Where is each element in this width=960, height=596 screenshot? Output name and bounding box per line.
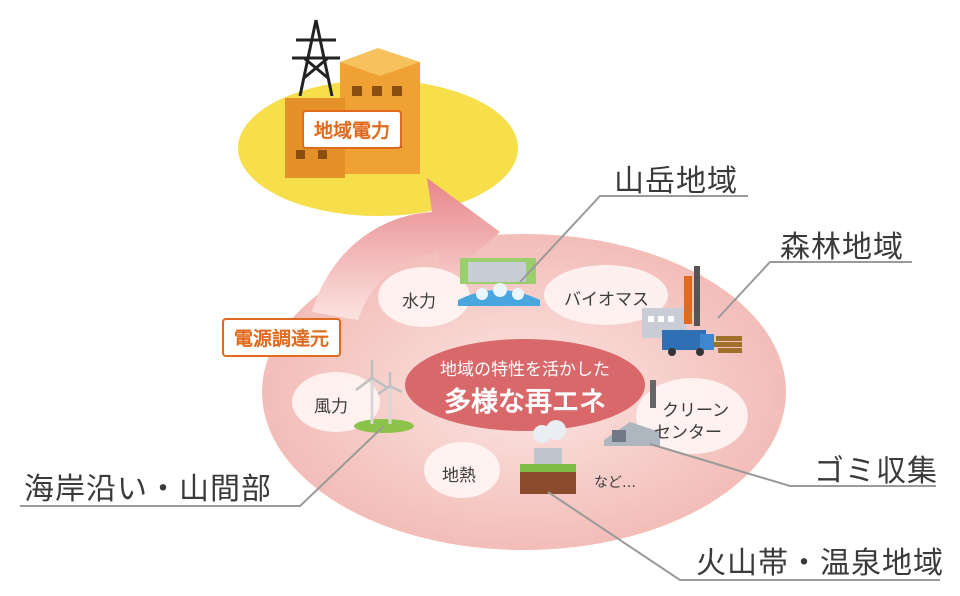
- center-text-line1: 地域の特性を活かした: [440, 360, 610, 380]
- region-label-coast-mountain: 海岸沿い・山間部: [24, 472, 272, 507]
- power-company-label: 地域電力: [302, 110, 403, 149]
- leader-mountain: [519, 195, 748, 283]
- center-ellipse: [405, 339, 645, 431]
- bubble-hydro: [378, 267, 470, 327]
- region-label-forest: 森林地域: [780, 230, 904, 265]
- region-label-volcano-hotspring: 火山帯・温泉地域: [696, 546, 944, 581]
- bubble-geothermal: [424, 442, 500, 498]
- leader-volcano: [547, 491, 940, 581]
- power-company-building: [285, 19, 420, 178]
- source-label-wind: 風力: [314, 397, 348, 417]
- leader-forest: [717, 261, 912, 319]
- dam-icon: [458, 258, 540, 306]
- supply-source-label: 電源調達元: [222, 318, 342, 357]
- source-label-geothermal: 地熱: [442, 466, 476, 486]
- leader-garbage: [649, 443, 936, 487]
- source-label-clean-center-line2: センター: [654, 423, 722, 443]
- bubble-biomass: [544, 265, 668, 325]
- source-label-etc: など…: [594, 475, 636, 491]
- incinerator-icon: [604, 380, 660, 446]
- center-text-line2: 多様な再エネ: [444, 387, 606, 418]
- source-label-clean-center-line1: クリーン: [662, 401, 730, 421]
- geothermal-icon: [520, 420, 576, 494]
- supply-arrow: [312, 178, 500, 320]
- biomass-plant-icon: [642, 266, 742, 356]
- leader-coast: [20, 425, 385, 507]
- region-label-mountain: 山岳地域: [614, 164, 738, 199]
- bubble-clean-center: [636, 378, 748, 454]
- source-label-biomass: バイオマス: [564, 290, 649, 310]
- source-label-hydro: 水力: [402, 292, 436, 312]
- region-label-garbage: ゴミ収集: [814, 454, 938, 489]
